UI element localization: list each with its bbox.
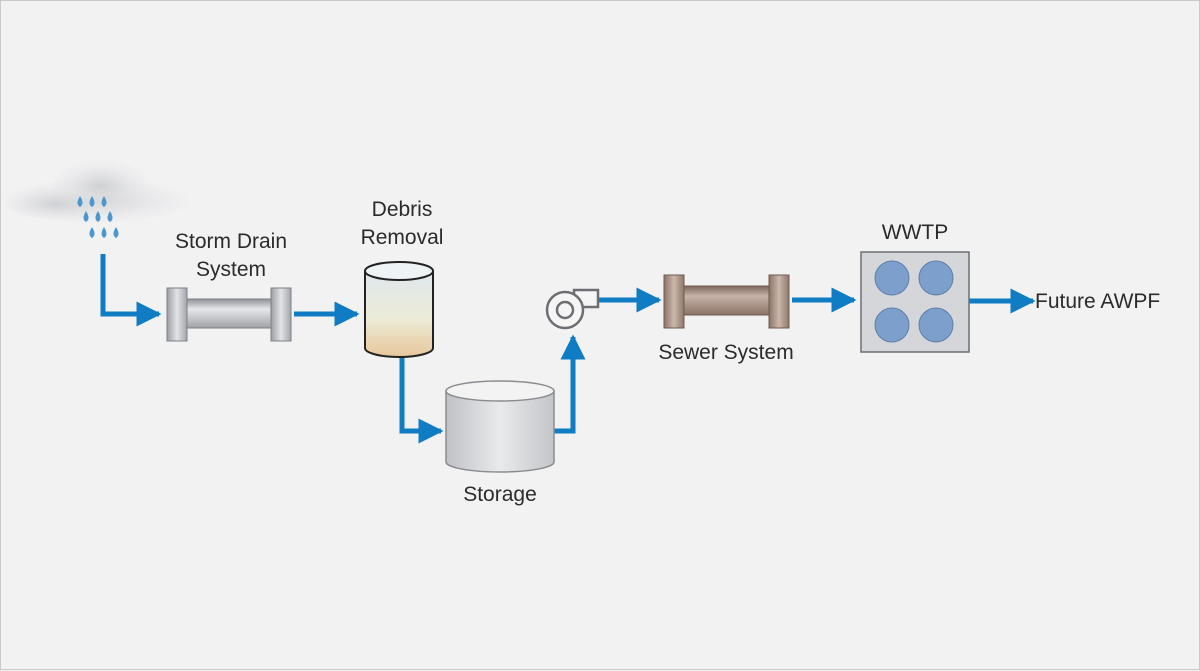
sewer-pipe-icon <box>663 274 790 329</box>
storage-tank-icon <box>445 380 555 473</box>
future-awpf-label: Future AWPF <box>1035 290 1161 313</box>
rain-cloud-icon <box>4 160 188 238</box>
sewer-system-label: Sewer System <box>658 341 794 364</box>
debris-removal-label: Debris Removal <box>345 196 459 252</box>
storm-drain-label-line1: Storm Drain <box>174 230 288 253</box>
storage-label: Storage <box>463 483 537 506</box>
wwtp-label: WWTP <box>881 221 949 244</box>
debris-removal-label-line2: Removal <box>360 226 444 249</box>
storm-drain-pipe-icon <box>166 287 292 342</box>
flow-lines <box>100 254 1036 444</box>
debris-removal-label-line1: Debris <box>371 198 433 221</box>
flow-arrow-storage-to-pump <box>554 334 586 434</box>
wwtp-icon <box>860 251 970 353</box>
storm-drain-label-line2: System <box>195 258 266 281</box>
storm-drain-label: Storm Drain System <box>153 228 309 284</box>
flow-arrow-debris-to-storage <box>399 356 444 444</box>
flow-arrow-rain-to-drain <box>100 254 162 327</box>
pump-icon <box>545 288 600 330</box>
debris-tank-icon <box>364 261 434 358</box>
